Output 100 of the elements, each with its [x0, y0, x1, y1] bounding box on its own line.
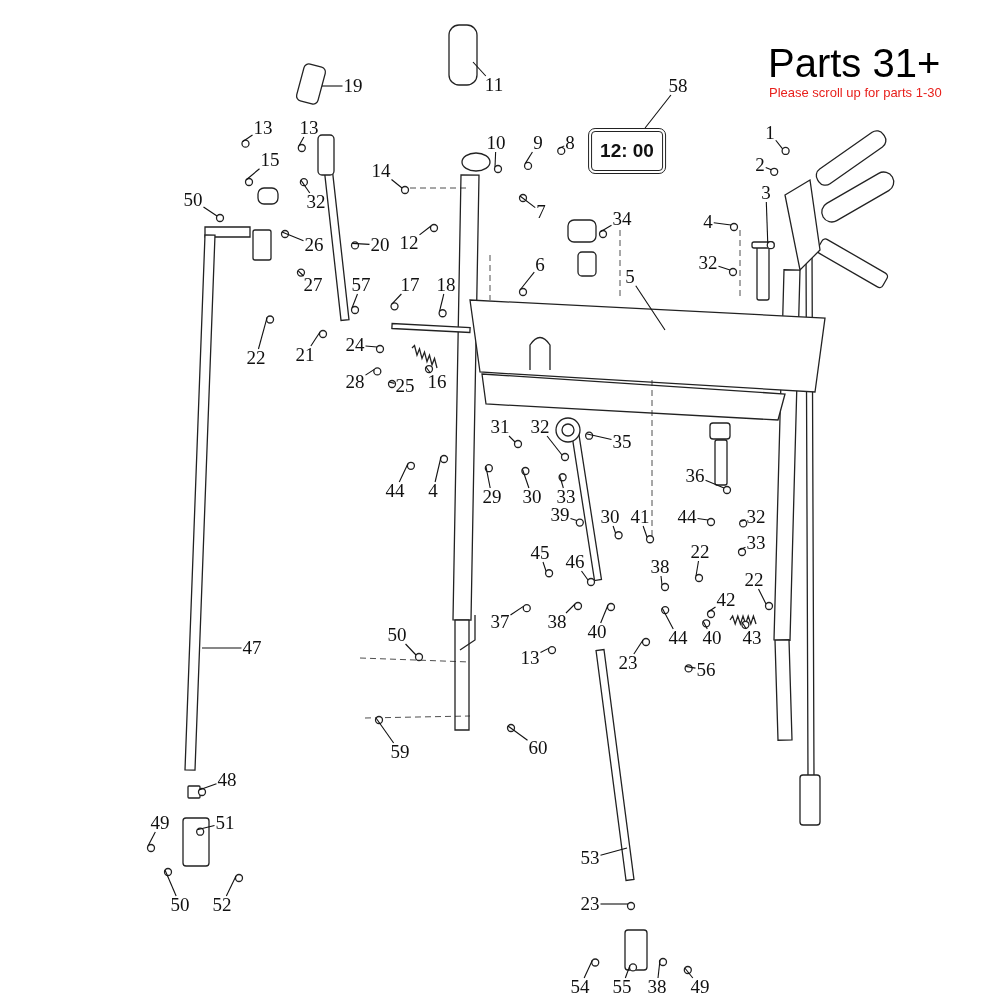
callout-number: 4 — [702, 213, 714, 231]
leader-line — [300, 179, 311, 194]
leader-line — [398, 463, 409, 483]
callout-number: 17 — [399, 276, 421, 294]
callout-number: 28 — [344, 373, 366, 391]
leader-line — [583, 959, 593, 979]
page-title: Parts 31+ — [768, 40, 941, 86]
callout-number: 56 — [695, 661, 717, 679]
callout-number: 23 — [617, 654, 639, 672]
leader-line — [546, 435, 563, 456]
callout-number: 22 — [689, 543, 711, 561]
leader-line — [472, 61, 487, 77]
leader-line — [642, 525, 648, 538]
callout-number: 22 — [743, 571, 765, 589]
leader-line — [198, 783, 218, 791]
leader-line — [225, 875, 237, 897]
leader-line — [600, 604, 609, 624]
leader-line — [599, 224, 613, 233]
callout-number: 55 — [611, 978, 633, 996]
callout-number: 21 — [294, 346, 316, 364]
leader-line — [405, 643, 417, 656]
leader-line — [612, 525, 617, 534]
leader-line — [539, 647, 550, 654]
callout-number: 54 — [569, 978, 591, 996]
callout-number: 44 — [676, 508, 698, 526]
leader-line — [565, 603, 576, 614]
callout-number: 24 — [344, 336, 366, 354]
leader-line — [507, 725, 529, 741]
leader-line — [684, 967, 694, 979]
leader-line — [364, 345, 378, 348]
leader-line — [702, 620, 708, 630]
leader-line — [741, 622, 747, 630]
callout-number: 30 — [521, 488, 543, 506]
leader-line — [661, 607, 674, 630]
leader-line — [245, 168, 261, 181]
leader-line — [164, 869, 177, 897]
callout-number: 58 — [667, 77, 689, 95]
leader-line — [425, 366, 431, 374]
callout-number: 59 — [389, 743, 411, 761]
leader-line — [390, 293, 402, 305]
leader-line — [704, 479, 725, 489]
callout-number: 13 — [252, 119, 274, 137]
leader-line — [713, 222, 732, 226]
callout-number: 7 — [535, 203, 547, 221]
callout-number: 3 — [760, 184, 772, 202]
callout-number: 50 — [169, 896, 191, 914]
leader-line — [524, 151, 533, 165]
callout-number: 50 — [182, 191, 204, 209]
leader-line — [599, 903, 629, 905]
callout-number: 12 — [398, 234, 420, 252]
callout-number: 14 — [370, 162, 392, 180]
leader-line — [485, 465, 491, 489]
leader-line — [241, 134, 254, 143]
callout-number: 31 — [489, 418, 511, 436]
callout-number: 18 — [435, 276, 457, 294]
leader-line — [585, 433, 613, 441]
leader-line — [364, 368, 375, 376]
callout-number: 9 — [532, 134, 544, 152]
callout-number: 11 — [483, 76, 505, 94]
leader-line — [765, 166, 772, 171]
callout-number: 37 — [489, 613, 511, 631]
leader-line — [519, 195, 536, 209]
callout-number: 32 — [745, 508, 767, 526]
callout-number: 36 — [684, 467, 706, 485]
leader-line — [351, 242, 371, 245]
leader-line — [757, 588, 767, 605]
leader-line — [297, 270, 305, 277]
leader-line — [696, 517, 709, 521]
leader-line — [281, 231, 305, 242]
leader-line — [542, 561, 547, 572]
leader-line — [519, 271, 535, 291]
callout-number: 19 — [342, 77, 364, 95]
leader-line — [508, 435, 516, 443]
callout-number: 23 — [579, 895, 601, 913]
leader-line — [298, 136, 305, 147]
leader-line — [509, 605, 525, 616]
leader-line — [660, 575, 663, 586]
callout-number: 6 — [534, 256, 546, 274]
leader-line — [707, 606, 717, 613]
leader-line — [201, 647, 243, 649]
callout-number: 50 — [386, 626, 408, 644]
callout-number: 38 — [646, 978, 668, 996]
leader-line — [635, 285, 666, 331]
leader-line — [388, 381, 396, 384]
leader-line — [202, 206, 218, 217]
leader-line — [657, 959, 661, 979]
callout-number: 49 — [689, 978, 711, 996]
leader-line — [390, 178, 403, 189]
callout-number: 33 — [745, 534, 767, 552]
leader-line — [569, 517, 578, 522]
leader-line — [685, 665, 697, 669]
timer-display: 12: 00 — [588, 128, 666, 174]
callout-number: 32 — [529, 418, 551, 436]
leader-line — [633, 639, 644, 655]
leader-line — [624, 964, 631, 979]
leader-line — [738, 546, 747, 551]
leader-line — [739, 519, 747, 522]
leader-line — [580, 570, 589, 581]
leader-line — [765, 201, 769, 244]
leader-line — [147, 831, 156, 847]
